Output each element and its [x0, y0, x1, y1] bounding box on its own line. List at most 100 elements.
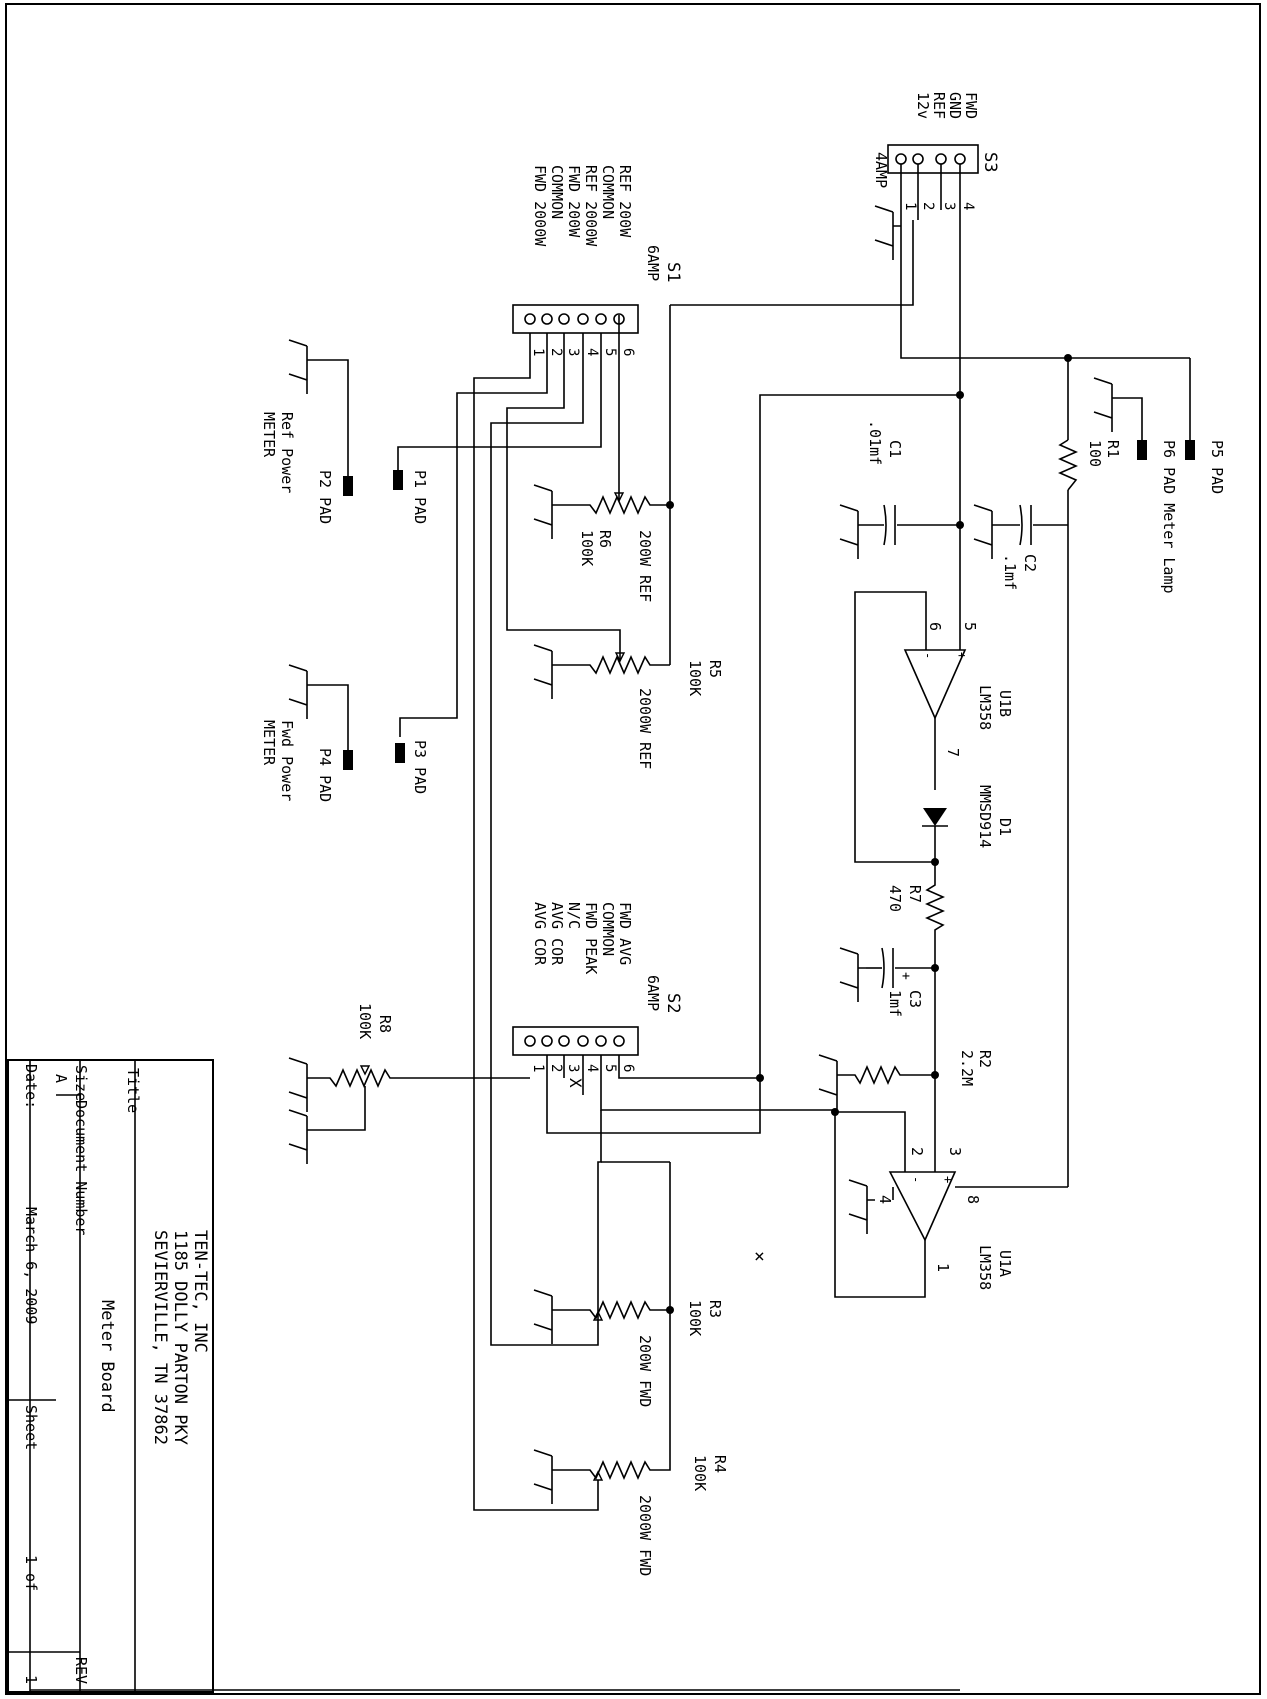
- c2-ref: C2: [1021, 554, 1039, 572]
- c3-ref: C3: [906, 990, 924, 1008]
- p4-label: P4 PAD: [316, 748, 334, 802]
- resistor-r2: R2 2.2M: [818, 968, 994, 1157]
- resistor-r7: R7 470: [886, 862, 945, 972]
- p6-label: P6 PAD Meter Lamp: [1160, 440, 1178, 594]
- sheet-label: Sheet: [22, 1405, 40, 1450]
- s2-pin-4: 4: [584, 1064, 600, 1072]
- u1b-ref: U1B: [996, 690, 1014, 717]
- connector-s2: S2 6AMP 1 2 3 4 5 6 FWD AVG COMMON FWD P…: [512, 902, 683, 1088]
- pot-r8: R8 100K: [288, 1003, 402, 1165]
- p2-desc-2: METER: [260, 412, 278, 458]
- opamp-u1b: 5 6 + - 7 U1B LM358: [854, 591, 1014, 863]
- s1-pin-6: 6: [620, 348, 636, 356]
- c3-polarity: +: [898, 972, 913, 980]
- u1b-value: LM358: [976, 685, 994, 730]
- s3-type: 4AMP: [872, 152, 890, 188]
- connector-s3: S3 4AMP 1 2 3 4 FWD GND REF 12v: [872, 92, 1000, 400]
- pad-p6: P6 PAD Meter Lamp: [1093, 377, 1178, 594]
- size-value: A: [52, 1074, 70, 1083]
- p4-desc-2: METER: [260, 720, 278, 766]
- pot-r5: 2000W REF R5 100K: [533, 644, 724, 769]
- s2-signal-4: N/C: [565, 902, 583, 929]
- r2-value: 2.2M: [958, 1050, 976, 1086]
- u1b-sign-plus: +: [955, 652, 969, 659]
- c1-ref: C1: [886, 440, 904, 458]
- s2-pin-3: 3: [565, 1064, 581, 1072]
- r2-ref: R2: [976, 1050, 994, 1068]
- date-value: March 6, 2009: [22, 1207, 40, 1324]
- s2-ref: S2: [663, 993, 683, 1013]
- s3-pin-1: 1: [902, 202, 918, 210]
- r6-ref: R6: [596, 530, 614, 548]
- nc-mark-free: ×: [754, 1246, 765, 1267]
- wiring: [315, 220, 1191, 1511]
- c2-value: .1mf: [1001, 554, 1019, 590]
- s3-signal-gnd: GND: [946, 92, 964, 119]
- p2-label: P2 PAD: [316, 470, 334, 524]
- s2-signal-1: FWD AVG: [616, 902, 634, 965]
- u1a-pin-vcc: 8: [964, 1195, 982, 1204]
- pot-r3: 200W FWD R3 100K: [533, 1161, 724, 1407]
- u1b-pin-out: 7: [944, 748, 962, 757]
- pot-r6: 200W REF R6 100K: [533, 484, 670, 602]
- pad-p2: P2 PAD Ref Power METER: [260, 339, 353, 524]
- s1-pin-3: 3: [565, 348, 581, 356]
- s3-ref: S3: [980, 152, 1000, 172]
- u1a-value: LM358: [976, 1245, 994, 1290]
- s1-signal-6: FWD 2000W: [531, 165, 549, 247]
- s2-type: 6AMP: [644, 975, 662, 1011]
- u1a-pin-minus: 2: [908, 1147, 926, 1156]
- s2-signal-6: AVG COR: [531, 902, 549, 966]
- s3-pin-4: 4: [960, 202, 976, 210]
- r1-value: 100: [1086, 440, 1104, 467]
- sheet-total: 1: [22, 1675, 40, 1684]
- c3-value: 1mf: [886, 990, 904, 1017]
- opamp-u1a: 3 2 8 4 1 + - U1A LM358: [831, 1108, 1068, 1298]
- s2-pin-1: 1: [530, 1064, 546, 1072]
- capacitor-c2: C2 .1mf: [973, 504, 1068, 590]
- u1a-pin-plus: 3: [946, 1147, 964, 1156]
- r8-ref: R8: [376, 1015, 394, 1033]
- u1b-pin-minus: 6: [926, 622, 944, 631]
- company-address-2: SEVIERVILLE, TN 37862: [150, 1230, 170, 1445]
- size-label: Size: [72, 1065, 90, 1101]
- sheet-border: [5, 3, 1261, 1695]
- u1a-sign-minus: -: [909, 1176, 923, 1183]
- nc-mark-s2: X: [566, 1078, 585, 1088]
- s2-signal-3: FWD PEAK: [582, 902, 600, 974]
- connector-s1: S1 6AMP 1 2 3 4 5 6 REF 200W COMMON REF …: [512, 165, 683, 356]
- s3-signal-ref: REF: [930, 92, 948, 119]
- d1-value: MMSD914: [976, 785, 994, 848]
- sheet-of: 1 of: [22, 1555, 40, 1591]
- document-number-label: Document Number: [72, 1100, 90, 1235]
- r8-value: 100K: [356, 1003, 374, 1039]
- s3-signal-12v: 12v: [914, 92, 932, 119]
- resistor-r1: R1 100: [1058, 439, 1122, 491]
- r3-value: 100K: [686, 1300, 704, 1336]
- s1-pin-5: 5: [602, 348, 618, 356]
- r4-ref: R4: [711, 1455, 729, 1473]
- capacitor-c3: + C3 1mf: [839, 947, 935, 1017]
- diode-d1: D1 MMSD914: [922, 785, 1014, 866]
- pot-r4: 2000W FWD R4 100K: [533, 1310, 729, 1576]
- r7-ref: R7: [906, 885, 924, 903]
- s2-signal-5: AVG COR: [548, 902, 566, 966]
- u1b-pin-plus: 5: [961, 622, 979, 631]
- s1-pin-2: 2: [548, 348, 564, 356]
- p4-desc-1: Fwd Power: [278, 720, 296, 801]
- r5-ref: R5: [706, 660, 724, 678]
- s1-pin-4: 4: [584, 348, 600, 356]
- r5-label: 2000W REF: [636, 688, 654, 769]
- rev-label: REV: [72, 1657, 90, 1684]
- s1-signal-2: COMMON: [599, 165, 617, 219]
- pad-p1: P1 PAD: [393, 470, 429, 524]
- s2-pin-6: 6: [620, 1064, 636, 1072]
- s1-pin-1: 1: [530, 348, 546, 356]
- c1-value: .01mf: [866, 420, 884, 465]
- s3-pin-2: 2: [920, 202, 936, 210]
- s2-wiring: [402, 1055, 835, 1320]
- s1-type: 6AMP: [644, 245, 662, 281]
- r4-label: 2000W FWD: [636, 1495, 654, 1576]
- s2-pin-2: 2: [548, 1064, 564, 1072]
- s2-pin-5: 5: [602, 1064, 618, 1072]
